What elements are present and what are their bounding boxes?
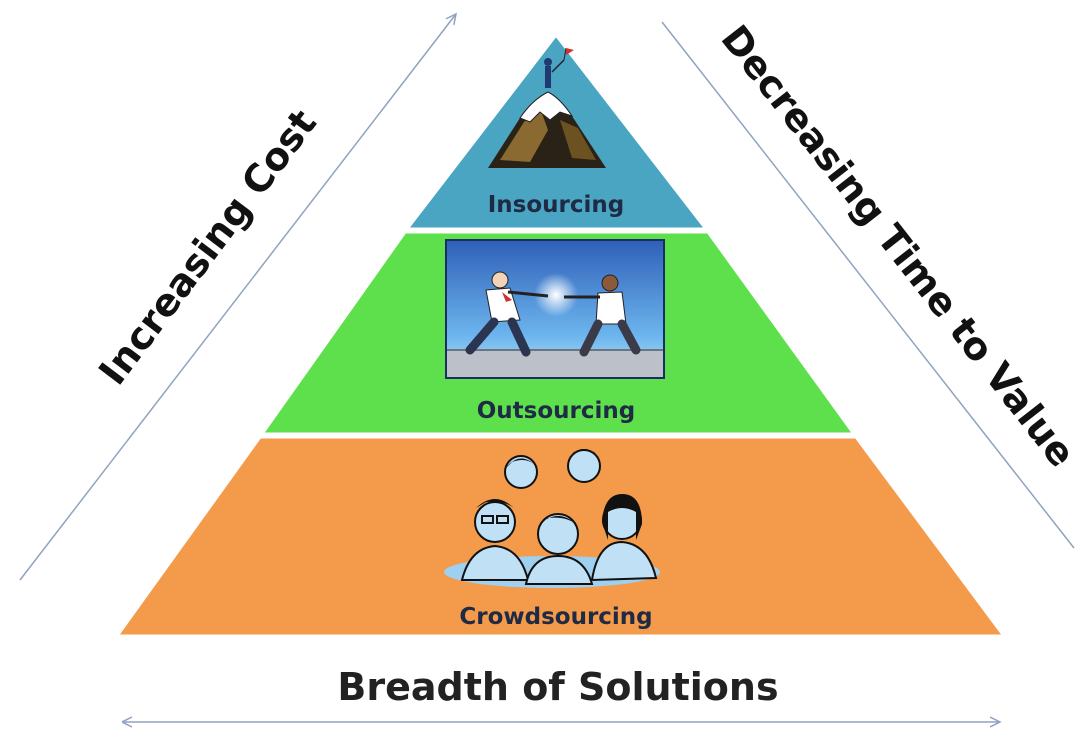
mountain-climber-icon [488,47,606,168]
handshake-businesspeople-icon [445,239,665,379]
tier-label-outsourcing: Outsourcing [477,398,635,424]
right-arrow-line [661,21,1075,549]
bottom-arrow-label: Breadth of Solutions [337,665,778,709]
group-of-people-icon [444,449,660,588]
tier-label-insourcing: Insourcing [488,192,625,218]
left-arrow-label: Increasing Cost [90,101,325,392]
left-arrow-line [19,14,456,581]
tier-label-crowdsourcing: Crowdsourcing [459,604,652,630]
